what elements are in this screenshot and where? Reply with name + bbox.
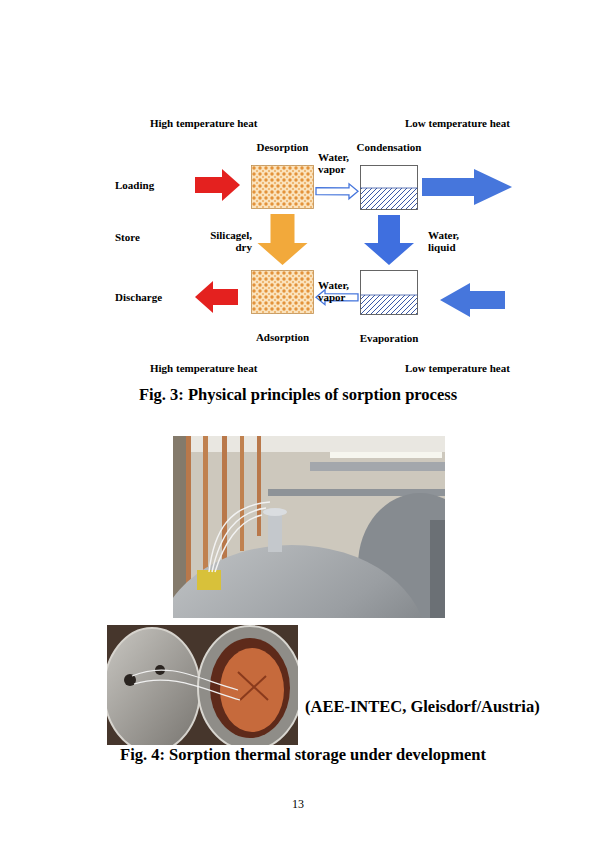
heat-label: Low temperature heat: [405, 362, 510, 374]
flow-label: Water, liquid: [428, 229, 473, 254]
coil-wire: [238, 672, 268, 700]
water-surface: [361, 295, 418, 296]
lid-disk: [107, 628, 200, 745]
water-surface: [361, 188, 418, 189]
ceiling-lamp: [330, 452, 442, 458]
tank-flange: [263, 508, 287, 516]
heat-label: High temperature heat: [150, 362, 257, 374]
water-level: [361, 188, 417, 209]
node-heading: Condensation: [357, 141, 422, 153]
node-heading: Desorption: [257, 141, 309, 153]
transfer-arrow: [258, 214, 308, 265]
figure-caption: Fig. 4: Sorption thermal storage under d…: [120, 746, 486, 764]
vessel-opening: [210, 638, 290, 738]
phase-label: Loading: [115, 179, 154, 191]
node-shape: [251, 165, 314, 209]
cable: [132, 670, 240, 700]
condensation-box: Condensation: [360, 165, 418, 210]
water-vessel: [361, 166, 418, 210]
heat-in-arrow: [440, 283, 505, 317]
storage-photo: [173, 436, 445, 618]
photo-credit: (AEE-INTEC, Gleisdorf/Austria): [305, 698, 540, 716]
flow-label: Water, vapor: [318, 279, 358, 304]
copper-coil: [220, 648, 284, 732]
node-shape: [360, 165, 418, 210]
node-shape: [360, 270, 418, 315]
heat-out-arrow: [422, 169, 512, 205]
vapor-flow-arrow: [316, 184, 358, 199]
node-heading: Adsorption: [256, 331, 309, 343]
cable: [209, 502, 270, 572]
copper-pipe: [257, 436, 261, 536]
water-level: [361, 295, 417, 314]
vessel-ring: [198, 626, 298, 745]
discharge-arrow: [195, 281, 238, 313]
adsorption-box: Adsorption: [251, 270, 314, 314]
heat-label: Low temperature heat: [405, 117, 510, 129]
water-vessel: [361, 271, 418, 315]
silica-gel-bed: [252, 166, 314, 209]
copper-pipe: [240, 436, 244, 551]
flange-photo: [107, 625, 298, 745]
copper-pipe: [203, 436, 208, 576]
steel-pipe: [310, 462, 445, 471]
desorption-box: Desorption: [251, 165, 314, 209]
node-heading: Evaporation: [360, 332, 419, 344]
evaporation-box: Evaporation: [360, 270, 418, 315]
loading-arrow: [195, 169, 240, 201]
flow-label: Water, vapor: [318, 151, 358, 176]
phase-label: Store: [115, 231, 140, 243]
transfer-arrow: [364, 215, 414, 265]
heat-label: High temperature heat: [150, 117, 257, 129]
silica-gel-bed: [252, 271, 314, 314]
figure-caption: Fig. 3: Physical principles of sorption …: [139, 386, 457, 404]
flow-label: Silicagel, dry: [200, 229, 252, 254]
ceiling: [173, 436, 445, 452]
tank-flange: [268, 512, 282, 552]
page-number: 13: [292, 798, 304, 811]
phase-label: Discharge: [115, 291, 162, 303]
equipment: [430, 520, 445, 618]
copper-pipe: [186, 436, 191, 586]
sensor-box: [197, 570, 221, 590]
node-shape: [251, 270, 314, 314]
